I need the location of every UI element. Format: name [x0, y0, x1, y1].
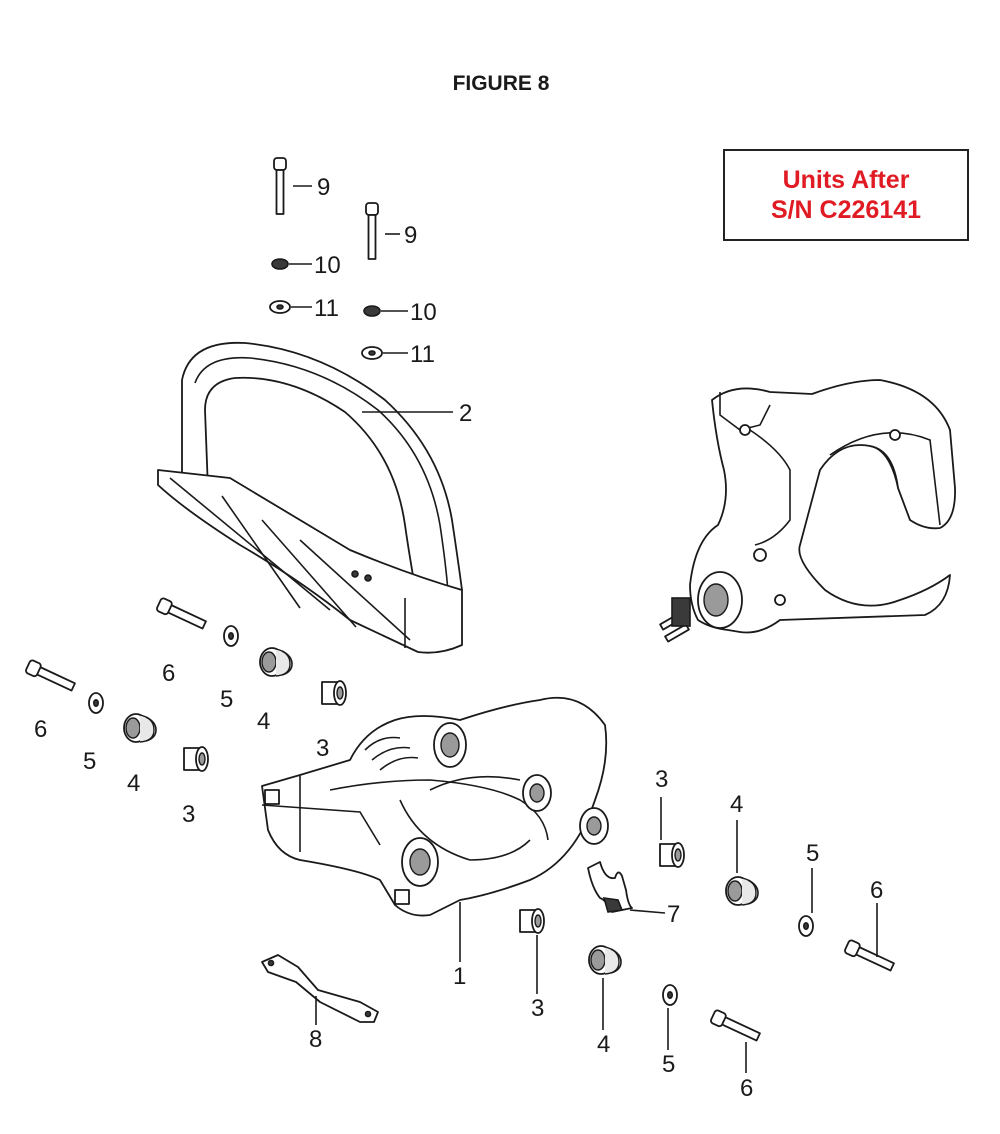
callout-4a: 4	[257, 708, 270, 735]
flat-washer-11-left	[269, 300, 291, 314]
sleeve-3-upper	[321, 680, 347, 706]
callout-5b: 5	[83, 748, 96, 775]
lock-washer-10-left	[271, 258, 289, 270]
callout-3a: 3	[316, 735, 329, 762]
callout-8: 8	[309, 1026, 322, 1053]
callout-3c: 3	[655, 766, 668, 793]
callout-9b: 9	[404, 222, 417, 249]
leader-lines	[289, 185, 878, 1073]
serial-note-line-2: S/N C226141	[770, 196, 922, 224]
callout-4c: 4	[730, 791, 743, 818]
grommet-4-right-lower	[588, 945, 622, 975]
grommet-4-left	[123, 713, 157, 743]
bolt-6-right-upper	[843, 938, 895, 972]
callout-5c: 5	[806, 840, 819, 867]
serial-number-note: Units After S/N C226141	[723, 149, 969, 241]
lock-washer-10-right	[363, 305, 381, 317]
sleeve-3-right-upper	[659, 842, 685, 868]
callout-5a: 5	[220, 686, 233, 713]
handle-frame-1	[261, 696, 609, 917]
callout-11b: 11	[410, 341, 435, 368]
callout-3b: 3	[182, 801, 195, 828]
plate-8	[261, 954, 379, 1023]
callout-10a: 10	[314, 252, 341, 279]
figure-title: FIGURE 8	[452, 72, 550, 95]
callout-1: 1	[453, 963, 466, 990]
callout-11a: 11	[314, 295, 339, 322]
washer-5-right-upper	[798, 915, 814, 937]
sleeve-3-left	[183, 746, 209, 772]
callout-5d: 5	[662, 1051, 675, 1078]
grommet-4-upper	[259, 647, 293, 677]
bolt-9-left	[273, 157, 287, 215]
washer-5-left	[88, 692, 104, 714]
callout-9a: 9	[317, 174, 330, 201]
callout-6c: 6	[870, 877, 883, 904]
callout-3d: 3	[531, 995, 544, 1022]
callout-7: 7	[667, 901, 680, 928]
serial-note-line-1: Units After	[782, 166, 910, 194]
callout-4b: 4	[127, 770, 140, 797]
grommet-4-right-upper	[725, 876, 759, 906]
front-handle-2	[157, 341, 463, 654]
washer-5-upper	[223, 625, 239, 647]
callout-6a: 6	[162, 660, 175, 687]
callout-4d: 4	[597, 1031, 610, 1058]
bolt-9-right	[365, 202, 379, 260]
callout-2: 2	[459, 400, 472, 427]
bolt-6-left	[24, 658, 76, 692]
callout-10b: 10	[410, 299, 437, 326]
clip-7	[587, 861, 633, 913]
callout-6d: 6	[740, 1075, 753, 1102]
bolt-6-upper	[155, 596, 207, 630]
sleeve-3-right-lower	[519, 908, 545, 934]
rear-handle	[659, 379, 956, 643]
bolt-6-right-lower	[709, 1008, 761, 1042]
callout-6b: 6	[34, 716, 47, 743]
flat-washer-11-right	[361, 346, 383, 360]
washer-5-right-lower	[662, 984, 678, 1006]
